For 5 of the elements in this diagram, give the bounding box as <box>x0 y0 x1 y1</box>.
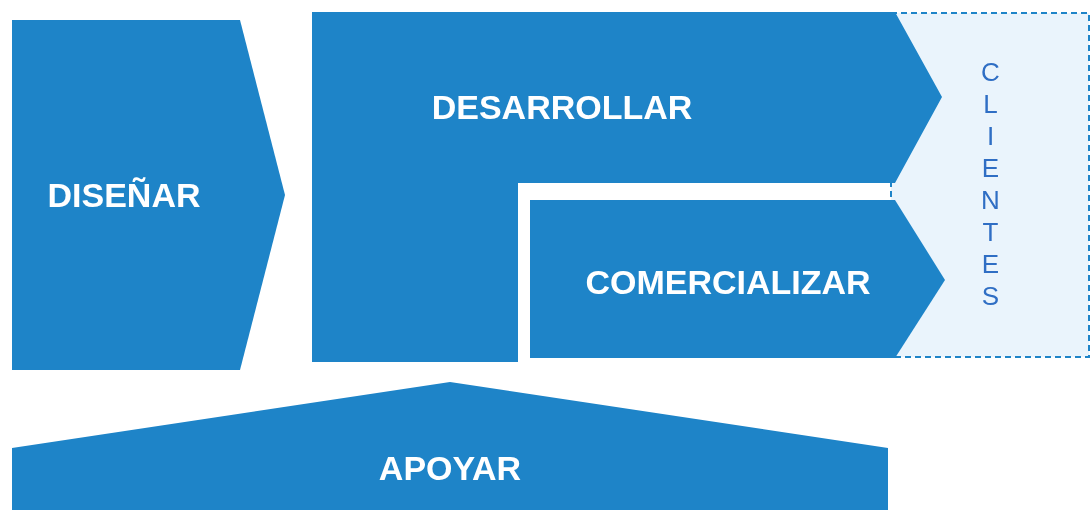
stage-label: APOYAR <box>378 448 522 488</box>
vertical-label: CLIENTES <box>974 57 1006 313</box>
stage-label: DISEÑAR <box>47 175 201 215</box>
stage-label: COMERCIALIZAR <box>585 262 871 302</box>
stage-label: DESARROLLAR <box>431 87 693 127</box>
